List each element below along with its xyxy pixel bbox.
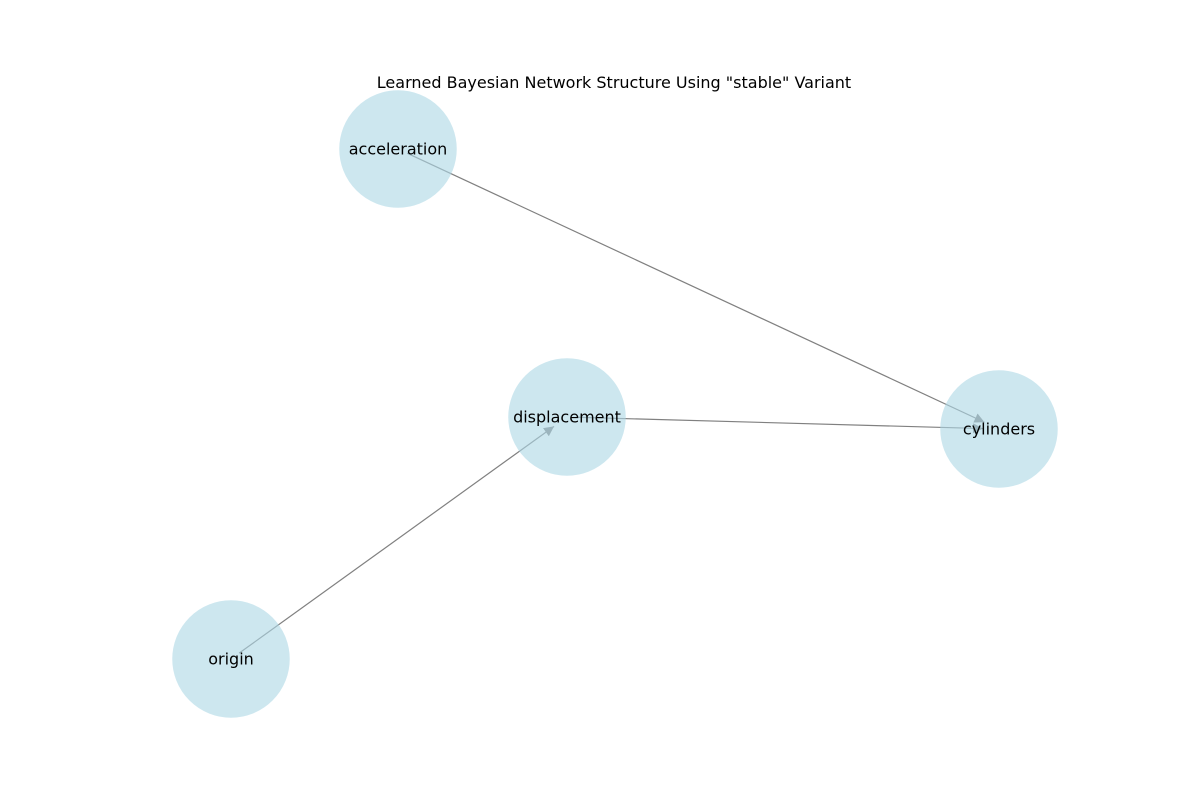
nodes-layer: acceleration displacement cylinders origin [172, 90, 1058, 718]
edge-origin-to-displacement [238, 425, 555, 654]
edge-displacement-to-cylinders [576, 416, 984, 434]
node-label-displacement: displacement [513, 408, 621, 427]
node-circle-origin [172, 600, 290, 718]
node-acceleration: acceleration [339, 90, 457, 208]
node-label-origin: origin [208, 650, 254, 669]
node-label-acceleration: acceleration [349, 140, 448, 159]
node-circle-cylinders [940, 370, 1058, 488]
node-origin: origin [172, 600, 290, 718]
node-circle-acceleration [339, 90, 457, 208]
edge-acceleration-to-cylinders [406, 152, 985, 423]
node-cylinders: cylinders [940, 370, 1058, 488]
diagram-title: Learned Bayesian Network Structure Using… [377, 73, 851, 92]
edges-layer [238, 152, 985, 654]
node-circle-displacement [508, 358, 626, 476]
node-label-cylinders: cylinders [963, 420, 1035, 439]
node-displacement: displacement [508, 358, 626, 476]
